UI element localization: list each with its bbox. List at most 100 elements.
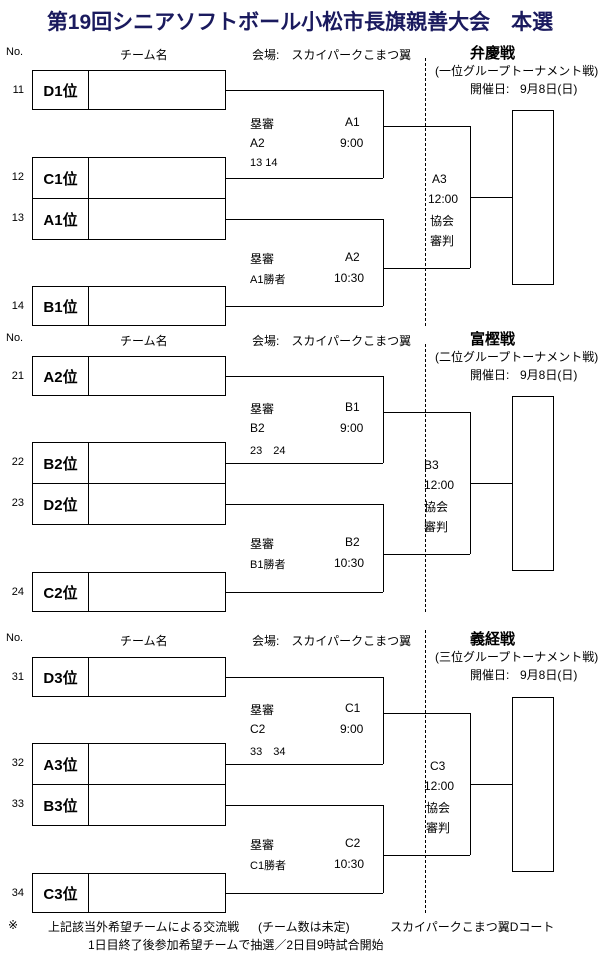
- connector-13: [226, 219, 383, 220]
- final-time-1: 12:00: [428, 192, 459, 206]
- match-umpire-label-b2: 塁審: [250, 537, 275, 551]
- team-slot-34[interactable]: C3位: [32, 873, 226, 913]
- bracket-subtitle-3: (三位グループトーナメント戦): [435, 650, 599, 664]
- team-seed-33: B3位: [33, 785, 89, 825]
- connector-31: [226, 677, 383, 678]
- champion-feed-3: [470, 784, 512, 785]
- bracket-date-label-1: 開催日:: [470, 82, 510, 96]
- connector-14: [226, 306, 383, 307]
- team-slot-32[interactable]: A3位: [32, 743, 226, 785]
- team-seed-21: A2位: [33, 357, 89, 395]
- connector-24: [226, 592, 383, 593]
- connector-top-vertical-3: [383, 677, 384, 764]
- team-name-12[interactable]: [89, 158, 225, 198]
- champion-box-2[interactable]: [512, 396, 554, 571]
- slot-number-24: 24: [11, 586, 24, 598]
- team-slot-31[interactable]: D3位: [32, 657, 226, 697]
- final-connector-bottom-1: [383, 268, 470, 269]
- team-name-14[interactable]: [89, 287, 225, 325]
- team-name-34[interactable]: [89, 874, 225, 912]
- final-code-2: B3: [424, 458, 439, 472]
- bracket-title-1: 弁慶戦: [470, 45, 516, 62]
- match-code-a2: A2: [345, 250, 360, 264]
- team-slot-22[interactable]: B2位: [32, 442, 226, 484]
- team-name-23[interactable]: [89, 484, 225, 524]
- match-time-b1: 9:00: [340, 421, 364, 435]
- footnote-line1-a: 上記該当外希望チームによる交流戦: [48, 920, 240, 934]
- footnote-mark: ※: [8, 918, 19, 932]
- match-umpire-label-c1: 塁審: [250, 703, 275, 717]
- team-slot-11[interactable]: D1位: [32, 70, 226, 110]
- champion-box-3[interactable]: [512, 697, 554, 872]
- team-slot-21[interactable]: A2位: [32, 356, 226, 396]
- connector-11: [226, 90, 383, 91]
- connector-32: [226, 764, 383, 765]
- match-teams-note-a1: 13 14: [250, 157, 278, 169]
- slot-number-23: 23: [11, 497, 24, 509]
- footnote-line1-c: スカイパークこまつ翼Dコート: [390, 920, 555, 934]
- column-header-no: No.: [6, 46, 24, 58]
- team-name-13[interactable]: [89, 199, 225, 239]
- slot-number-33: 33: [11, 798, 24, 810]
- bracket-date-label-2: 開催日:: [470, 368, 510, 382]
- final-association-1: 協会: [430, 214, 455, 228]
- bracket-date-3: 9月8日(日): [520, 668, 578, 682]
- final-judge-1: 審判: [430, 234, 455, 248]
- team-slot-14[interactable]: B1位: [32, 286, 226, 326]
- section-divider-2: [425, 344, 426, 612]
- team-name-22[interactable]: [89, 443, 225, 483]
- team-slot-23[interactable]: D2位: [32, 483, 226, 525]
- champion-feed-1: [470, 197, 512, 198]
- slot-number-22: 22: [11, 456, 24, 468]
- match-time-b2: 10:30: [334, 556, 365, 570]
- match-umpire-label-a1: 塁審: [250, 117, 275, 131]
- team-slot-13[interactable]: A1位: [32, 198, 226, 240]
- connector-bottom-vertical-2: [383, 504, 384, 592]
- team-slot-24[interactable]: C2位: [32, 572, 226, 612]
- team-slot-33[interactable]: B3位: [32, 784, 226, 826]
- team-seed-32: A3位: [33, 744, 89, 784]
- match-umpire-team-c2: C1勝者: [250, 860, 287, 872]
- slot-number-14: 14: [11, 300, 24, 312]
- slot-number-12: 12: [11, 171, 24, 183]
- match-teams-note-b1: 23 24: [250, 445, 286, 457]
- bracket-date-label-3: 開催日:: [470, 668, 510, 682]
- connector-top-vertical-2: [383, 376, 384, 463]
- bracket-title-3: 義経戦: [470, 631, 516, 648]
- slot-number-21: 21: [11, 370, 24, 382]
- slot-number-13: 13: [11, 212, 24, 224]
- match-umpire-team-a1: A2: [250, 136, 265, 150]
- match-code-b2: B2: [345, 535, 360, 549]
- match-code-b1: B1: [345, 400, 360, 414]
- team-name-11[interactable]: [89, 71, 225, 109]
- final-judge-2: 審判: [424, 520, 449, 534]
- match-umpire-label-b1: 塁審: [250, 402, 275, 416]
- team-name-33[interactable]: [89, 785, 225, 825]
- team-name-32[interactable]: [89, 744, 225, 784]
- team-name-21[interactable]: [89, 357, 225, 395]
- venue-label-2: 会場: スカイパークこまつ翼: [252, 334, 412, 348]
- bracket-date-1: 9月8日(日): [520, 82, 578, 96]
- match-time-a1: 9:00: [340, 136, 364, 150]
- match-umpire-team-a2: A1勝者: [250, 274, 286, 286]
- column-header-team-3: チーム名: [120, 634, 168, 648]
- match-umpire-label-a2: 塁審: [250, 252, 275, 266]
- venue-label-1: 会場: スカイパークこまつ翼: [252, 48, 412, 62]
- team-name-24[interactable]: [89, 573, 225, 611]
- match-time-c1: 9:00: [340, 722, 364, 736]
- match-code-a1: A1: [345, 115, 360, 129]
- column-header-no-3: No.: [6, 632, 24, 644]
- final-association-2: 協会: [424, 500, 449, 514]
- final-code-3: C3: [430, 759, 446, 773]
- final-connector-bottom-3: [383, 855, 470, 856]
- footnote-line1-b: (チーム数は未定): [258, 920, 350, 934]
- bracket-date-2: 9月8日(日): [520, 368, 578, 382]
- team-name-31[interactable]: [89, 658, 225, 696]
- bracket-title-2: 富樫戦: [470, 331, 516, 348]
- bracket-subtitle-2: (二位グループトーナメント戦): [435, 350, 599, 364]
- champion-box-1[interactable]: [512, 110, 554, 285]
- team-slot-12[interactable]: C1位: [32, 157, 226, 199]
- connector-22: [226, 463, 383, 464]
- connector-21: [226, 376, 383, 377]
